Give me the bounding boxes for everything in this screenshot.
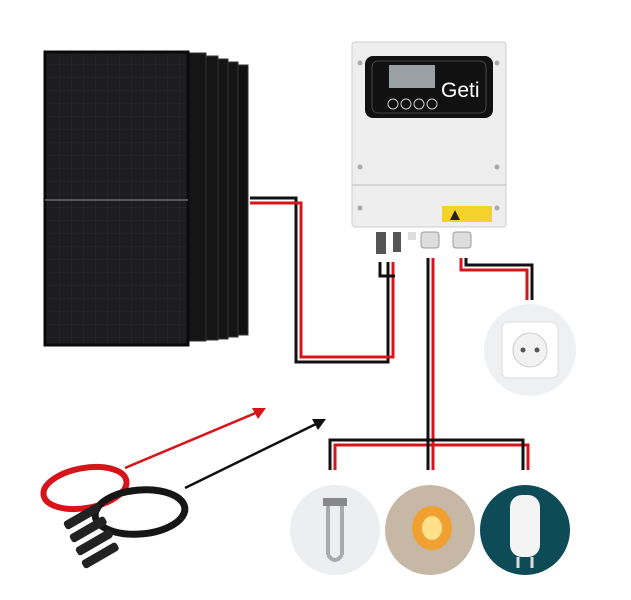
solar-panel-front: [43, 50, 190, 347]
socket-wire-black: [464, 258, 534, 300]
warning-label: [442, 206, 492, 222]
solar-panels: [43, 50, 249, 347]
pv-wire-red: [250, 201, 395, 359]
inverter-buttons: [387, 98, 438, 110]
lcd-screen: [389, 65, 435, 88]
inverter-brand-logo: Geti: [441, 79, 480, 102]
red-arrow: [124, 410, 259, 470]
wiring: [250, 196, 534, 470]
load-heating-element: [290, 485, 380, 575]
arrows: [124, 408, 326, 490]
inverter: Geti: [351, 41, 507, 254]
cable-glands: [376, 231, 472, 254]
mc4-connectors: [63, 503, 119, 569]
power-socket: [484, 304, 576, 396]
pv-wire-black: [250, 196, 390, 364]
load-heater: [385, 485, 475, 575]
black-arrow: [184, 421, 319, 490]
load-water-heater: [480, 485, 570, 575]
pv-cable-coils: [40, 463, 189, 569]
socket-wire-red: [459, 258, 529, 300]
